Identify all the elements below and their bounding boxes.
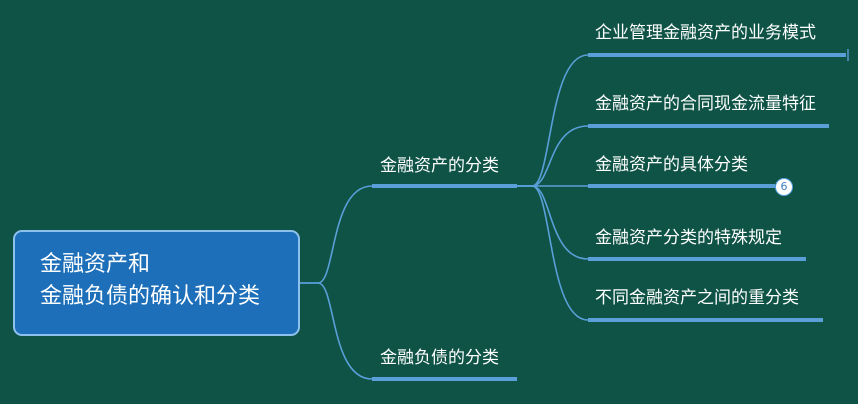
root-topic-line-2: 金融负债的确认和分类 — [40, 284, 261, 309]
connector-root-liabilities — [300, 282, 373, 380]
subtopic-specific-classification[interactable]: 金融资产的具体分类 — [595, 155, 748, 175]
topic-financial-liabilities-classification[interactable]: 金融负债的分类 — [380, 348, 499, 368]
subtopic-special-provisions[interactable]: 金融资产分类的特殊规定 — [595, 228, 782, 248]
connector-root-assets — [300, 185, 373, 284]
connector-assets-child-1 — [517, 54, 589, 187]
connector-assets-child-5 — [517, 185, 589, 321]
connector-assets-child-2 — [517, 125, 589, 187]
topic-financial-assets-classification[interactable]: 金融资产的分类 — [380, 156, 499, 176]
root-topic-line-1: 金融资产和 — [40, 252, 151, 277]
connector-assets-child-4 — [517, 185, 589, 260]
root-topic[interactable]: 金融资产和 金融负债的确认和分类 — [13, 230, 300, 336]
subtopic-business-model[interactable]: 企业管理金融资产的业务模式 — [595, 23, 816, 43]
subtopic-reclassification[interactable]: 不同金融资产之间的重分类 — [595, 288, 799, 308]
subtopic-contractual-cash-flow[interactable]: 金融资产的合同现金流量特征 — [595, 94, 816, 114]
collapsed-count-badge[interactable]: 6 — [775, 178, 793, 196]
